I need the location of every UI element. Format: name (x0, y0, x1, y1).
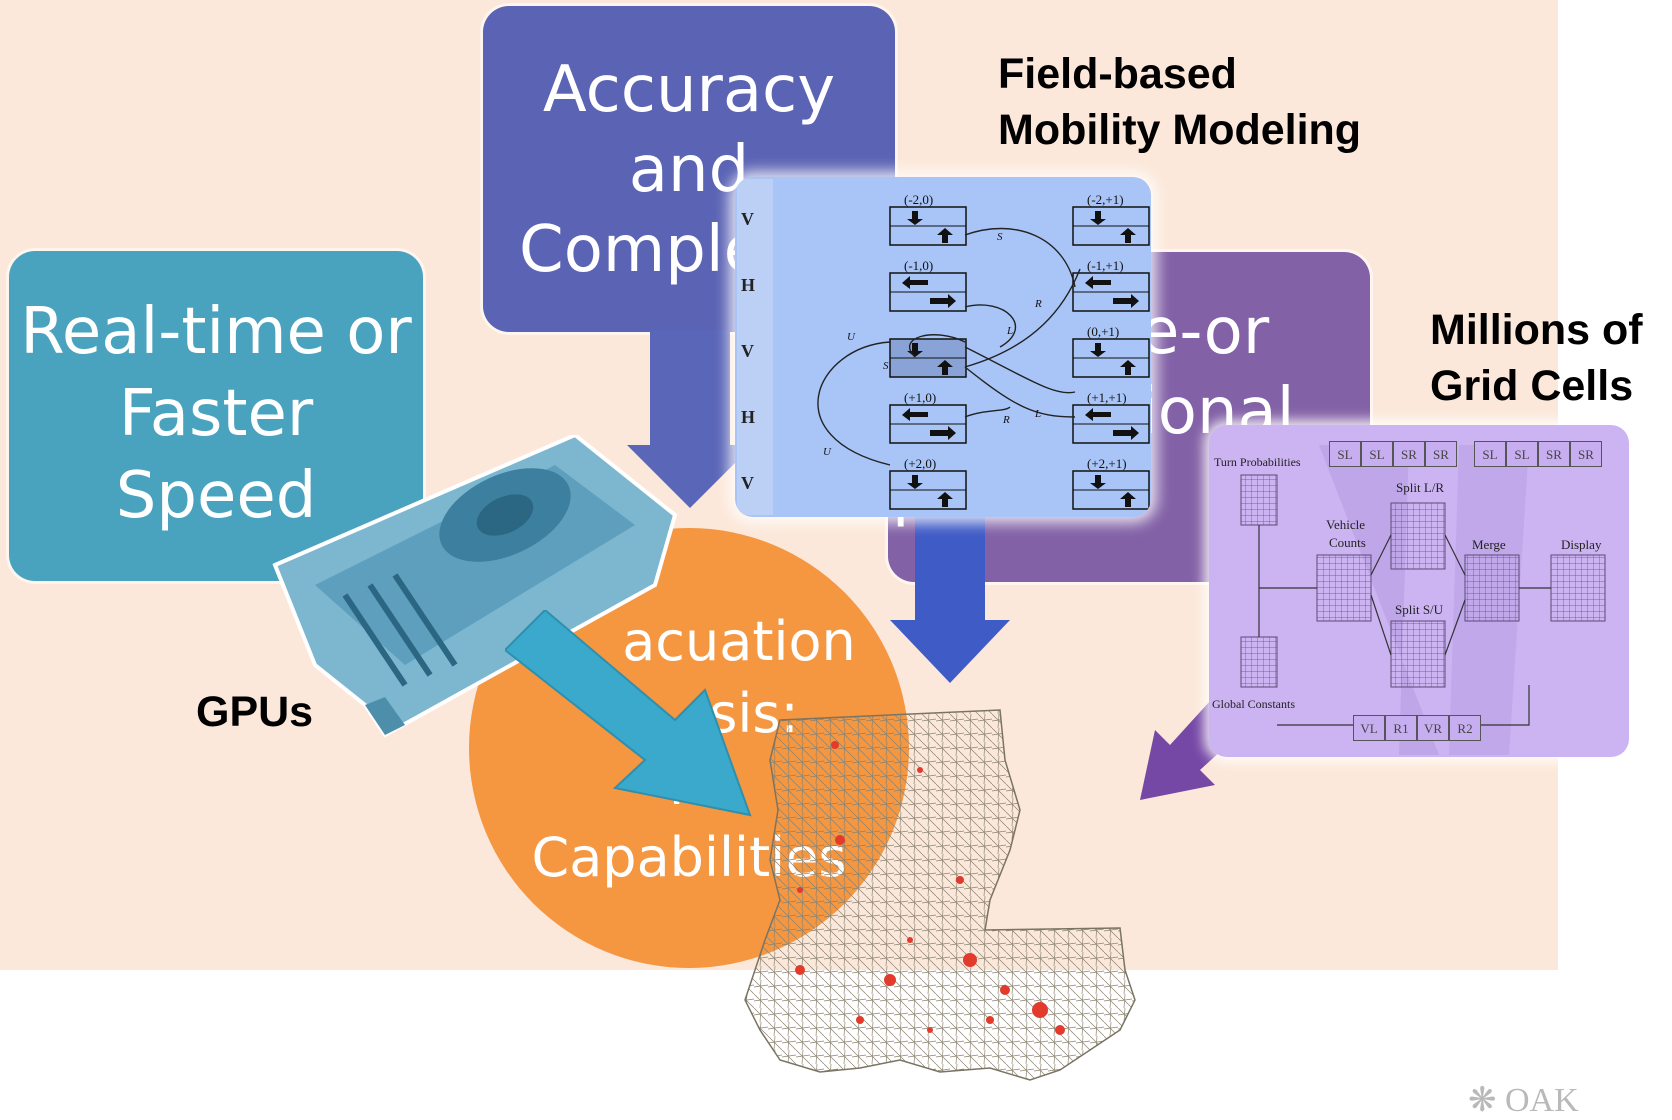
right-cell: (+2,+1) (1072, 456, 1150, 510)
merge-label: Merge (1472, 537, 1506, 552)
svg-text:(+1,+1): (+1,+1) (1087, 390, 1127, 405)
right-cell: (-2,+1) (1072, 192, 1150, 246)
mobility-row-label: H (741, 275, 755, 295)
top-right-group-cell: SR (1570, 441, 1602, 467)
svg-text:(-2,0): (-2,0) (904, 192, 933, 207)
transition-edge (964, 366, 1076, 418)
millions-line-1: Millions of (1430, 306, 1643, 354)
diagonal-arrow-gpu-icon (505, 610, 752, 817)
field-based-line-1: Field-based (998, 50, 1237, 98)
edge-label: S (883, 360, 889, 372)
transition-edge (964, 268, 1081, 368)
edge-label: R (1034, 298, 1042, 310)
accuracy-line-3: Comple (519, 213, 763, 287)
edge-label: R (1002, 414, 1010, 426)
oak-logo-text: OAK (1505, 1082, 1579, 1119)
left-cell: (-1,0) (889, 258, 967, 312)
accuracy-line-1: Accuracy (542, 53, 836, 127)
vehicle-counts-label-1: Vehicle (1326, 517, 1365, 532)
transition-edge (817, 341, 891, 466)
accuracy-complexity-box: Accuracy and Comple (483, 6, 895, 332)
top-left-group-cell: SR (1425, 441, 1457, 467)
top-left-group-cell: SL (1361, 441, 1393, 467)
field-based-label: Field-based Mobility Modeling (998, 46, 1361, 158)
top-left-group-cell: SR (1393, 441, 1425, 467)
transition-edge (908, 334, 966, 358)
vehicle-counts-label-2: Counts (1329, 535, 1366, 550)
oak-logo: ❋ OAK (1468, 1080, 1579, 1120)
circle-line-1: acuation (622, 610, 856, 673)
right-cell: (+1,+1) (1072, 390, 1150, 444)
mobility-model-diagram: V H V H V (-2,0) (-1,0) (+1,0) (+2,0) (-2,+1) (-1,… (735, 177, 1151, 517)
display-label: Display (1561, 537, 1602, 552)
bottom-group-cell: VR (1417, 715, 1449, 741)
bottom-group-cell: R1 (1385, 715, 1417, 741)
edge-label: U (823, 446, 832, 458)
oak-logo-mark-icon: ❋ (1468, 1082, 1497, 1119)
accuracy-line-2: and (628, 133, 750, 207)
mobility-row-label: V (741, 209, 754, 229)
transition-edge (964, 406, 1011, 418)
mobility-row-label: V (741, 473, 754, 493)
field-based-line-2: Mobility Modeling (998, 106, 1362, 154)
svg-text:(+2,0): (+2,0) (904, 456, 936, 471)
split-su-label: Split S/U (1395, 602, 1444, 617)
svg-text:(-1,+1): (-1,+1) (1087, 258, 1124, 273)
bottom-group-cell: R2 (1449, 715, 1481, 741)
top-left-group-cell: SL (1329, 441, 1361, 467)
realtime-line-3: Speed (115, 459, 317, 533)
svg-text:(+1,0): (+1,0) (904, 390, 936, 405)
down-arrow-accuracy-icon (627, 330, 753, 508)
right-cell: (0,+1) (1072, 324, 1150, 378)
transition-edge (964, 304, 1017, 348)
mobility-row-label: V (741, 341, 754, 361)
transition-edge (964, 346, 1076, 394)
spatial-line-1: e-or (1140, 295, 1270, 369)
mobility-row-label: H (741, 407, 755, 427)
turn-probabilities-label: Turn Probabilities (1214, 455, 1301, 469)
gpus-label: GPUs (196, 688, 314, 736)
left-cell: (+2,0) (889, 456, 967, 510)
realtime-line-2: Faster (118, 377, 314, 451)
realtime-line-1: Real-time or (20, 295, 412, 369)
left-cell (889, 338, 967, 378)
millions-line-2: Grid Cells (1430, 362, 1634, 410)
edge-label: L (1034, 408, 1041, 420)
svg-text:(-1,0): (-1,0) (904, 258, 933, 273)
right-cell: (-1,+1) (1072, 258, 1150, 312)
top-right-group-cell: SL (1506, 441, 1538, 467)
millions-label: Millions of Grid Cells (1430, 302, 1643, 414)
louisiana-map-image (744, 709, 1136, 1081)
edge-label: U (847, 331, 856, 343)
left-cell: (+1,0) (889, 390, 967, 444)
top-right-group-cell: SL (1474, 441, 1506, 467)
left-cell: (-2,0) (889, 192, 967, 246)
edge-label: S (997, 231, 1003, 243)
gpu-card-image (272, 435, 678, 738)
svg-text:(0,+1): (0,+1) (1087, 324, 1119, 339)
bottom-group-cell: VL (1353, 715, 1385, 741)
transition-edge (964, 227, 1076, 288)
global-constants-label: Global Constants (1212, 697, 1295, 711)
svg-text:(-2,+1): (-2,+1) (1087, 192, 1124, 207)
split-lr-label: Split L/R (1396, 480, 1445, 495)
svg-text:(+2,+1): (+2,+1) (1087, 456, 1127, 471)
edge-label: L (1006, 325, 1013, 337)
top-right-group-cell: SR (1538, 441, 1570, 467)
realtime-speed-box: Real-time or Faster Speed (9, 251, 423, 581)
down-arrow-mobility-icon (890, 505, 1010, 683)
